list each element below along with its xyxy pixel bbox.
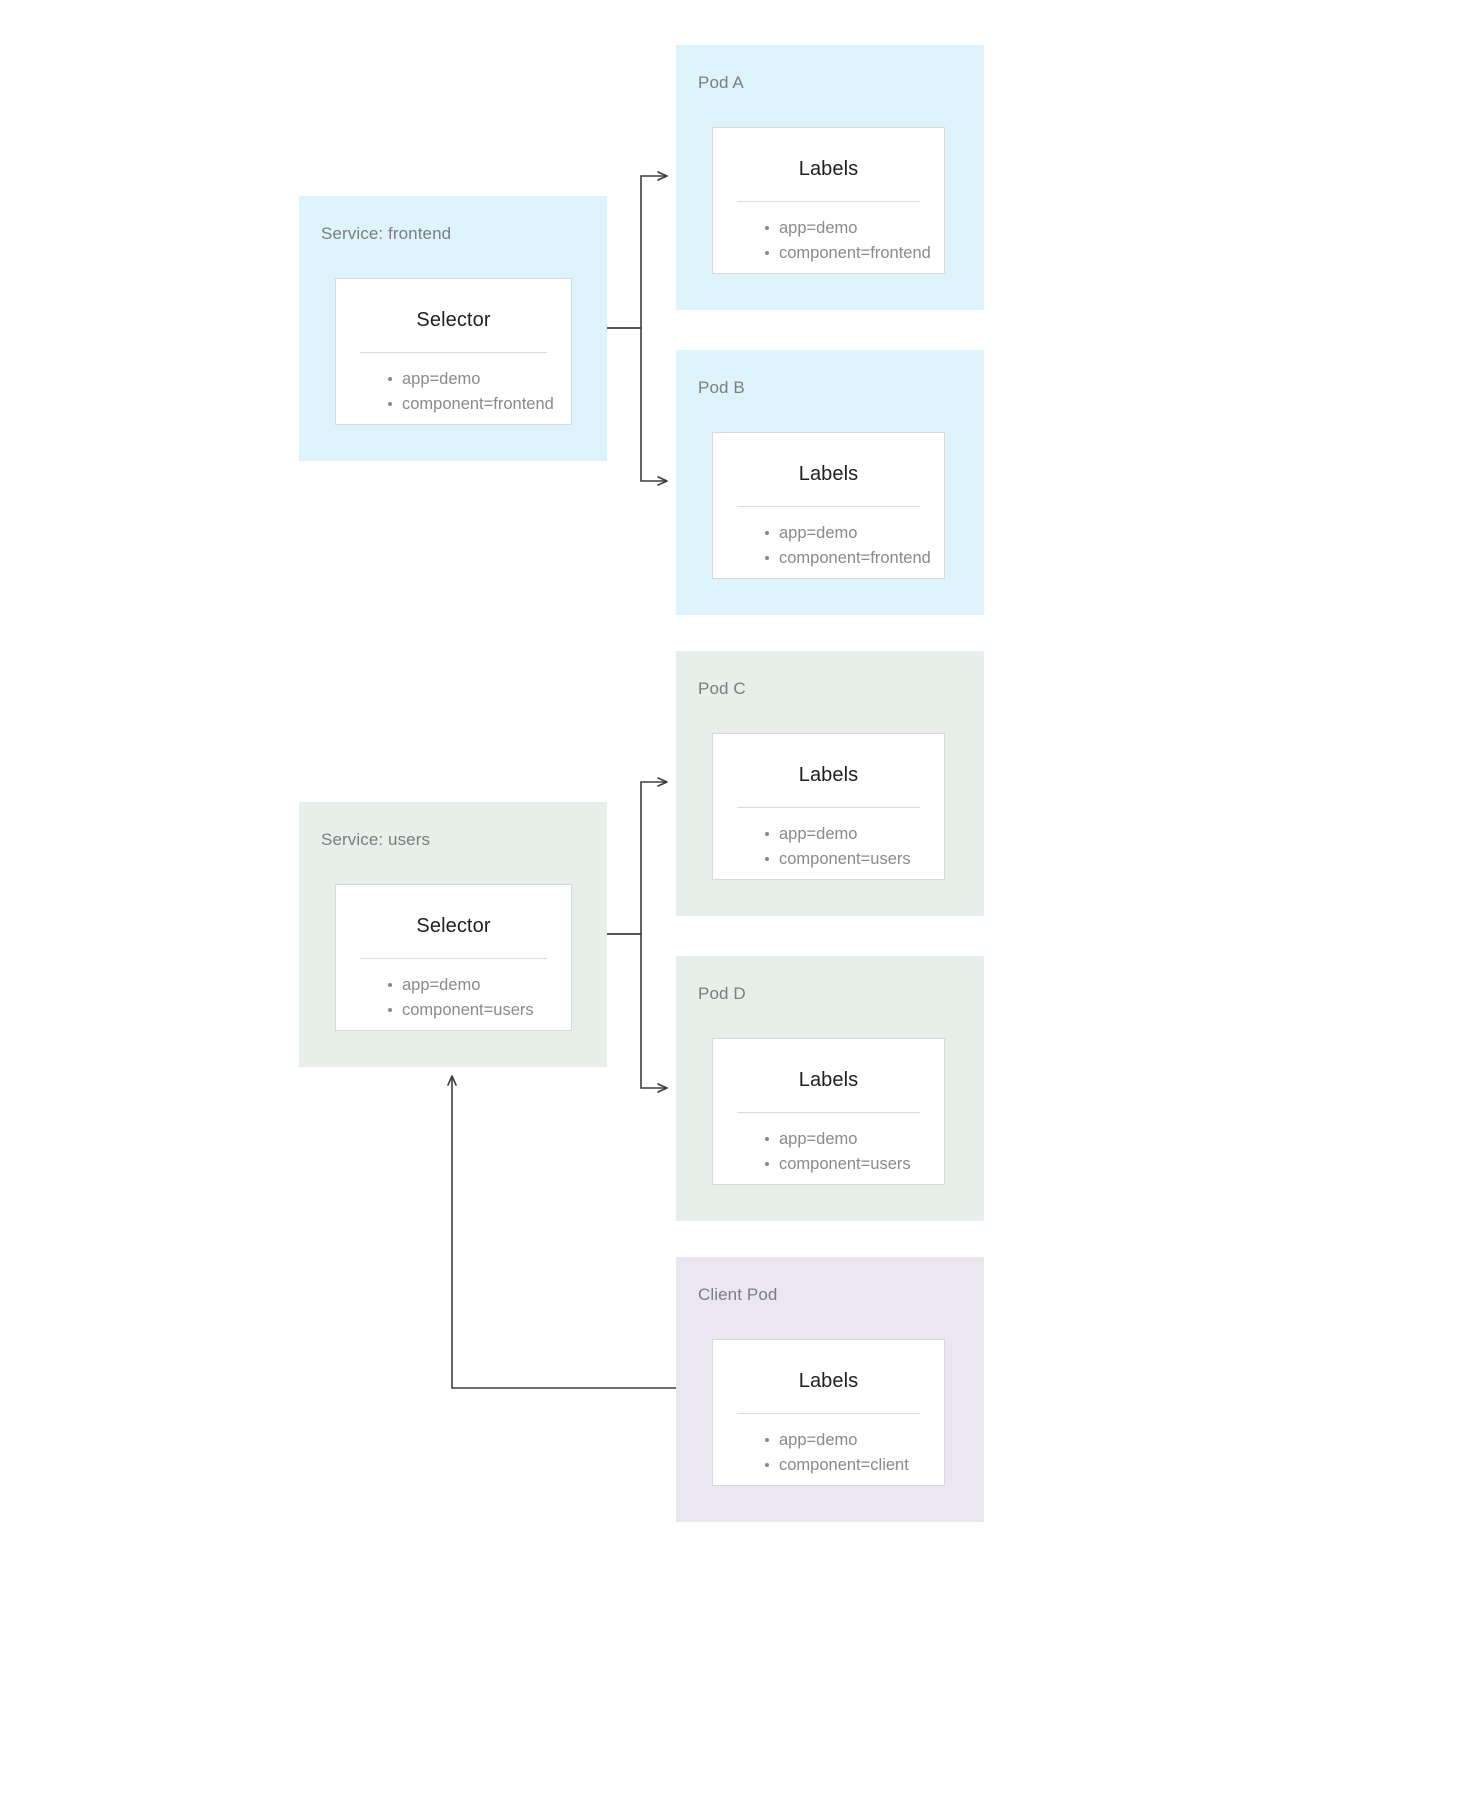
selector-card-title: Selector [416,915,491,937]
pod-a-box[interactable]: Pod A Labels app=demo component=frontend [676,45,984,310]
connector-users-to-pod-c [607,777,668,935]
list-item: component=frontend [765,241,944,266]
client-pod-title: Client Pod [698,1285,778,1304]
list-item: app=demo [765,1127,944,1152]
list-item: component=users [765,1152,944,1177]
selector-label-list: app=demo component=frontend [336,353,571,417]
list-item: app=demo [765,216,944,241]
labels-card-title: Labels [798,158,859,180]
card-divider [360,352,547,353]
connector-frontend-to-pod-a [607,171,668,329]
pod-c-labels-card: Labels app=demo component=users [712,733,945,880]
connector-frontend-to-pod-b [607,327,668,486]
list-item: component=frontend [388,392,571,417]
service-users-title: Service: users [321,830,431,849]
list-item: app=demo [765,1428,944,1453]
pod-d-box[interactable]: Pod D Labels app=demo component=users [676,956,984,1221]
labels-card-title: Labels [798,1370,859,1392]
labels-card-title: Labels [798,1069,859,1091]
pod-c-title: Pod C [698,679,746,698]
labels-card-title: Labels [798,463,859,485]
card-divider [360,958,547,959]
selector-card-title: Selector [416,309,491,331]
list-item: component=users [765,847,944,872]
pod-label-list: app=demo component=frontend [713,202,944,266]
list-item: app=demo [388,367,571,392]
client-pod-labels-card: Labels app=demo component=client [712,1339,945,1486]
pod-a-title: Pod A [698,73,744,92]
pod-label-list: app=demo component=client [713,1414,944,1478]
pod-b-labels-card: Labels app=demo component=frontend [712,432,945,579]
pod-label-list: app=demo component=frontend [713,507,944,571]
card-divider [737,807,920,808]
list-item: component=users [388,998,571,1023]
connector-users-to-pod-d [607,933,668,1093]
list-item: app=demo [765,521,944,546]
pod-label-list: app=demo component=users [713,808,944,872]
service-frontend-box[interactable]: Service: frontend Selector app=demo comp… [299,196,607,461]
list-item: component=client [765,1453,944,1478]
pod-label-list: app=demo component=users [713,1113,944,1177]
card-divider [737,1112,920,1113]
service-frontend-selector-card: Selector app=demo component=frontend [335,278,572,425]
list-item: app=demo [388,973,571,998]
pod-d-title: Pod D [698,984,746,1003]
service-frontend-title: Service: frontend [321,224,452,243]
list-item: app=demo [765,822,944,847]
card-divider [737,201,920,202]
list-item: component=frontend [765,546,944,571]
pod-c-box[interactable]: Pod C Labels app=demo component=users [676,651,984,916]
client-pod-box[interactable]: Client Pod Labels app=demo component=cli… [676,1257,984,1522]
card-divider [737,506,920,507]
pod-d-labels-card: Labels app=demo component=users [712,1038,945,1185]
card-divider [737,1413,920,1414]
pod-a-labels-card: Labels app=demo component=frontend [712,127,945,274]
selector-label-list: app=demo component=users [336,959,571,1023]
pod-b-box[interactable]: Pod B Labels app=demo component=frontend [676,350,984,615]
pod-b-title: Pod B [698,378,745,397]
service-users-box[interactable]: Service: users Selector app=demo compone… [299,802,607,1067]
connector-client-pod-to-users [447,1075,676,1389]
labels-card-title: Labels [798,764,859,786]
service-users-selector-card: Selector app=demo component=users [335,884,572,1031]
